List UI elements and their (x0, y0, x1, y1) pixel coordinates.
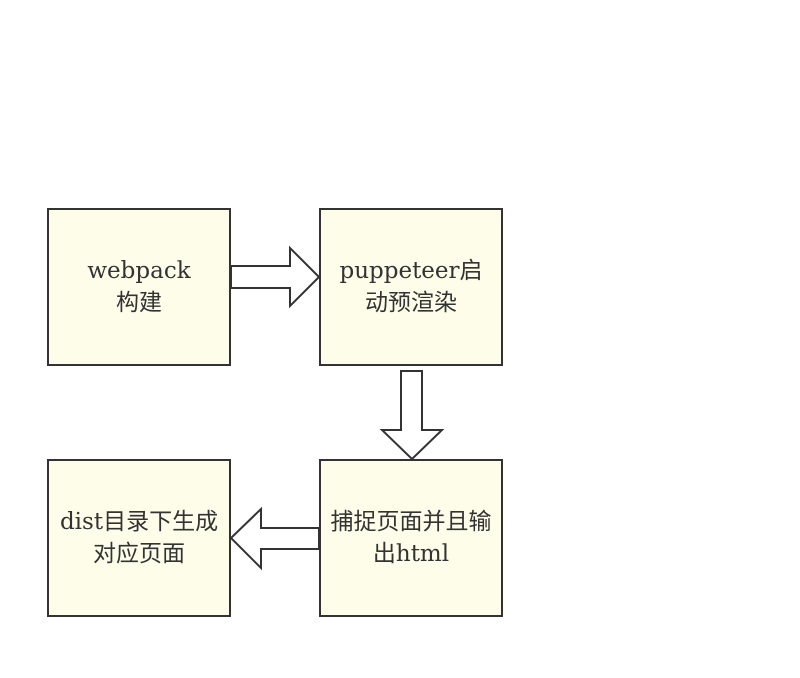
node-puppeteer-line2: 动预渲染 (365, 290, 457, 316)
node-capture-label: 捕捉页面并且输出html (330, 509, 492, 567)
node-puppeteer-line1: puppeteer启 (339, 258, 483, 284)
arrow-puppeteer-to-capture (379, 370, 445, 461)
node-capture-output-html: 捕捉页面并且输出html (319, 459, 503, 617)
node-webpack-build: webpack 构建 (47, 208, 231, 366)
arrow-capture-to-dist (229, 506, 320, 571)
node-dist-label: dist目录下生成对应页面 (59, 509, 219, 567)
arrow-webpack-to-puppeteer (230, 245, 321, 309)
node-webpack-line2: 构建 (116, 290, 162, 316)
node-dist-pages: dist目录下生成对应页面 (47, 459, 231, 617)
node-puppeteer-prerender: puppeteer启 动预渲染 (319, 208, 503, 366)
node-webpack-line1: webpack (87, 258, 191, 284)
